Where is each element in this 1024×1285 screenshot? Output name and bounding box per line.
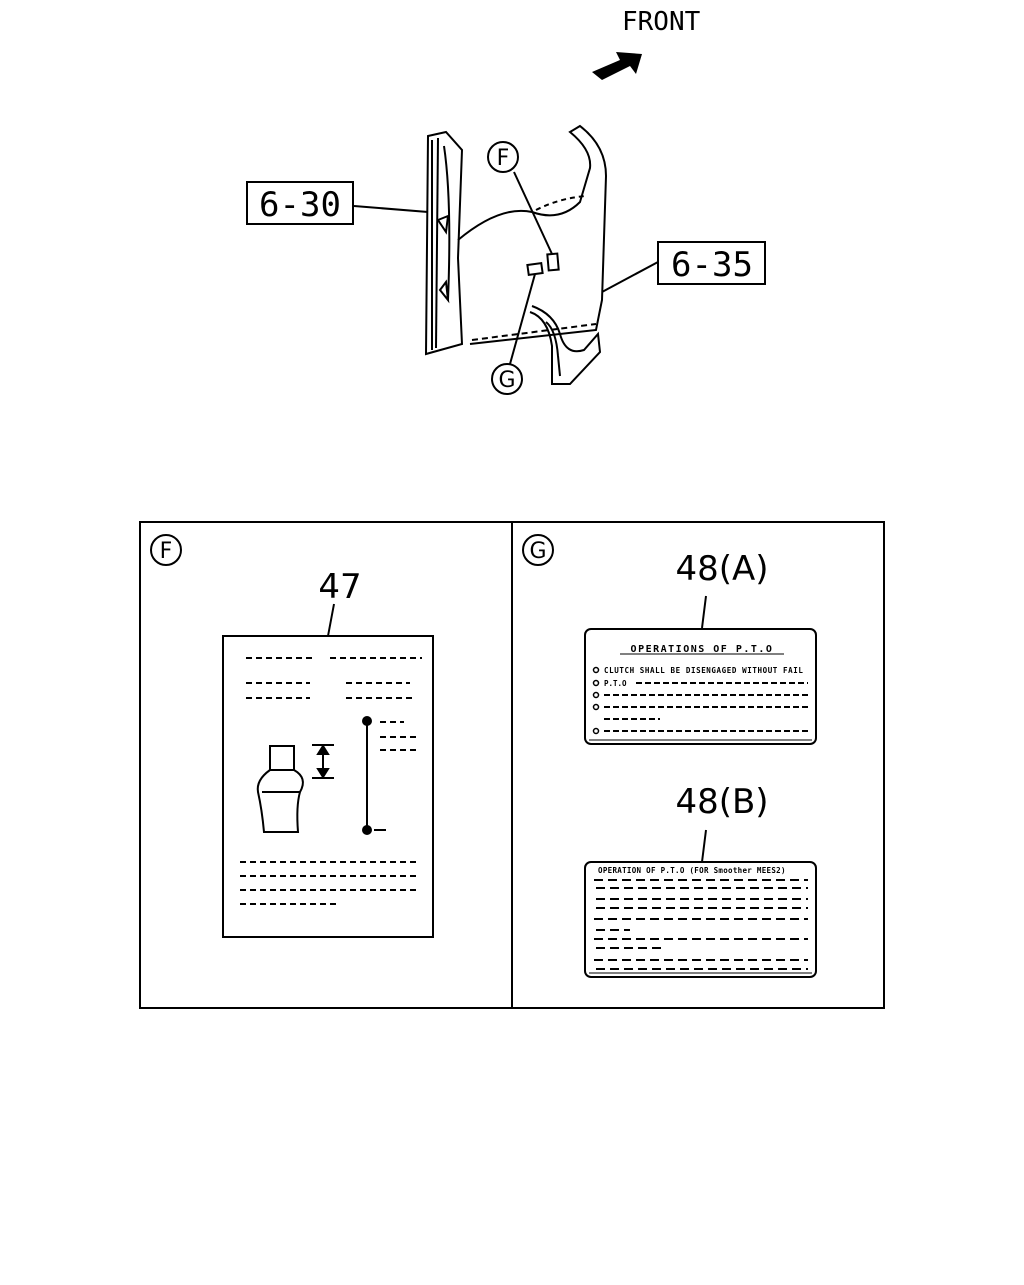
leader-g: [509, 273, 536, 365]
pillar-groove: [443, 145, 451, 301]
part-48a-label: 48(A): [675, 549, 768, 589]
bullet: [592, 679, 600, 687]
callout-6-30-box: [246, 181, 354, 225]
label-48a-line1: CLUTCH SHALL BE DISENGAGED WITHOUT FAIL: [604, 666, 804, 675]
pillar-notch-lower: [438, 279, 450, 304]
label-47-text-lines: [240, 657, 422, 905]
callout-6-35-box: [657, 241, 766, 285]
sticker-f-location: [546, 252, 560, 272]
bullet: [592, 666, 600, 674]
label-48a-bullets: [592, 666, 600, 735]
label-48a-text-lines: [604, 682, 808, 732]
door-step-inner-line: [545, 321, 561, 377]
lever-knob-icon: [256, 745, 304, 833]
travel-arrow-icon: [312, 744, 334, 779]
shift-position-bottom: [362, 825, 372, 835]
sticker-g-location: [526, 261, 544, 277]
front-label: FRONT: [622, 7, 701, 37]
leader-lines: [353, 171, 659, 365]
pillar-outline: [424, 130, 464, 356]
part-48a-leader: [701, 595, 707, 629]
bullet: [592, 727, 600, 735]
leader-6-35: [601, 261, 659, 293]
part-48b-leader: [701, 829, 707, 863]
bullet: [592, 691, 600, 699]
knob-body: [256, 769, 304, 833]
detail-g-marker-letter: G: [529, 539, 546, 564]
shift-positions-icon: [362, 716, 386, 835]
detail-g-marker-circle: [522, 534, 554, 566]
door-lower-dashed-edge: [471, 323, 597, 341]
detail-g-panel: G 48(A) OPERATIONS OF P.T.O CLUTCH SHALL…: [522, 534, 817, 978]
front-indicator: FRONT: [592, 7, 701, 80]
detail-f-marker-circle: [150, 534, 182, 566]
part-47-label: 47: [318, 567, 361, 607]
label-48b-text-lines: [594, 879, 808, 970]
bullet: [592, 703, 600, 711]
marker-g: G: [491, 363, 523, 395]
pillar-inner-line: [435, 137, 439, 349]
door-assembly-illustration: [424, 124, 608, 385]
leader-f: [513, 171, 553, 255]
travel-arrow-down: [316, 768, 330, 779]
callout-6-35-label: 6-35: [671, 245, 753, 285]
door-step-outline: [529, 305, 602, 385]
front-arrow-icon: [592, 52, 642, 80]
label-48a-line2-prefix: P.T.O: [604, 679, 627, 688]
label-47-sticker: [222, 635, 434, 938]
label-48a-sticker: [584, 628, 817, 745]
detail-frame: [139, 521, 885, 1009]
pillar-notch: [436, 214, 450, 235]
marker-f-letter: F: [497, 146, 510, 171]
travel-arrow-up: [316, 744, 330, 755]
door-window-dashed-edge: [535, 195, 587, 211]
knob-top: [269, 745, 295, 771]
label-48b-title: OPERATION OF P.T.O (FOR Smoother MEES2): [598, 866, 786, 875]
door-panel-outline: [457, 124, 608, 345]
shift-position-top: [362, 716, 372, 726]
marker-g-letter: G: [498, 368, 515, 393]
callout-6-35: 6-35: [657, 241, 766, 285]
callout-6-30-label: 6-30: [259, 185, 341, 225]
label-48a-title: OPERATIONS OF P.T.O: [631, 644, 774, 655]
marker-f-circle: [487, 141, 519, 173]
callout-6-30: 6-30: [246, 181, 354, 225]
detail-f-panel: F 47: [150, 534, 434, 938]
part-48b-label: 48(B): [675, 782, 768, 822]
leader-6-30: [353, 205, 429, 213]
marker-g-circle: [491, 363, 523, 395]
marker-f: F: [487, 141, 519, 173]
detail-f-marker-letter: F: [160, 539, 173, 564]
part-47-leader: [327, 603, 335, 637]
